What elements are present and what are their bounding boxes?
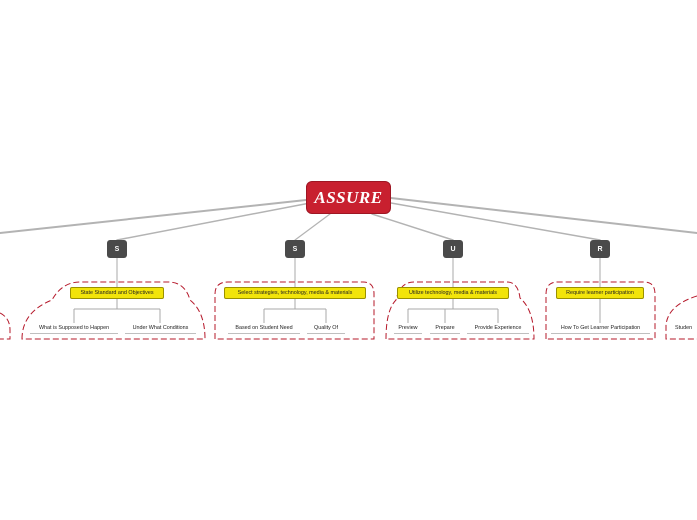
letter-node-u[interactable]: U xyxy=(443,240,463,258)
leaf-right-partial[interactable]: Studen xyxy=(675,325,693,331)
topic-utilize-technology[interactable]: Utilize technology, media & materials xyxy=(397,287,509,299)
leaf-quality-of[interactable]: Quality Of xyxy=(307,323,345,334)
connector-s1-leaves xyxy=(73,299,161,323)
connector-s1 xyxy=(116,202,311,241)
boundary-s1 xyxy=(21,281,206,340)
root-node-assure[interactable]: ASSURE xyxy=(306,181,391,214)
leaf-learner-participation[interactable]: How To Get Learner Participation xyxy=(551,323,650,334)
boundary-right-partial xyxy=(665,295,697,340)
connector-right-offscreen xyxy=(390,197,697,234)
topic-connectors xyxy=(116,258,601,287)
topic-require-participation[interactable]: Require learner participation xyxy=(556,287,644,299)
leaf-based-student-need[interactable]: Based on Student Need xyxy=(228,323,300,334)
boundary-s2 xyxy=(214,281,375,340)
connector-u-leaves xyxy=(407,299,499,323)
connector-left-offscreen xyxy=(0,199,307,234)
connector-r xyxy=(390,202,601,241)
boundary-u xyxy=(385,281,535,340)
connector-s2-leaves xyxy=(263,299,327,323)
leaf-under-conditions[interactable]: Under What Conditions xyxy=(125,323,196,334)
connector-s2 xyxy=(294,213,331,241)
connector-u xyxy=(371,213,454,241)
boundaries xyxy=(0,281,697,340)
topic-state-standard[interactable]: State Standard and Objectives xyxy=(70,287,164,299)
leaf-prepare[interactable]: Prepare xyxy=(430,323,460,334)
leaf-provide-experience[interactable]: Provide Experience xyxy=(467,323,529,334)
leaf-what-supposed[interactable]: What is Supposed to Happen xyxy=(30,323,118,334)
letter-node-r[interactable]: R xyxy=(590,240,610,258)
letter-node-s2[interactable]: S xyxy=(285,240,305,258)
leaf-connectors xyxy=(73,299,601,323)
topic-select-strategies[interactable]: Select strategies, technology, media & m… xyxy=(224,287,366,299)
boundary-left-partial xyxy=(0,312,11,340)
leaf-preview[interactable]: Preview xyxy=(394,323,422,334)
boundary-r xyxy=(545,281,656,340)
root-connectors xyxy=(0,197,697,241)
letter-node-s1[interactable]: S xyxy=(107,240,127,258)
